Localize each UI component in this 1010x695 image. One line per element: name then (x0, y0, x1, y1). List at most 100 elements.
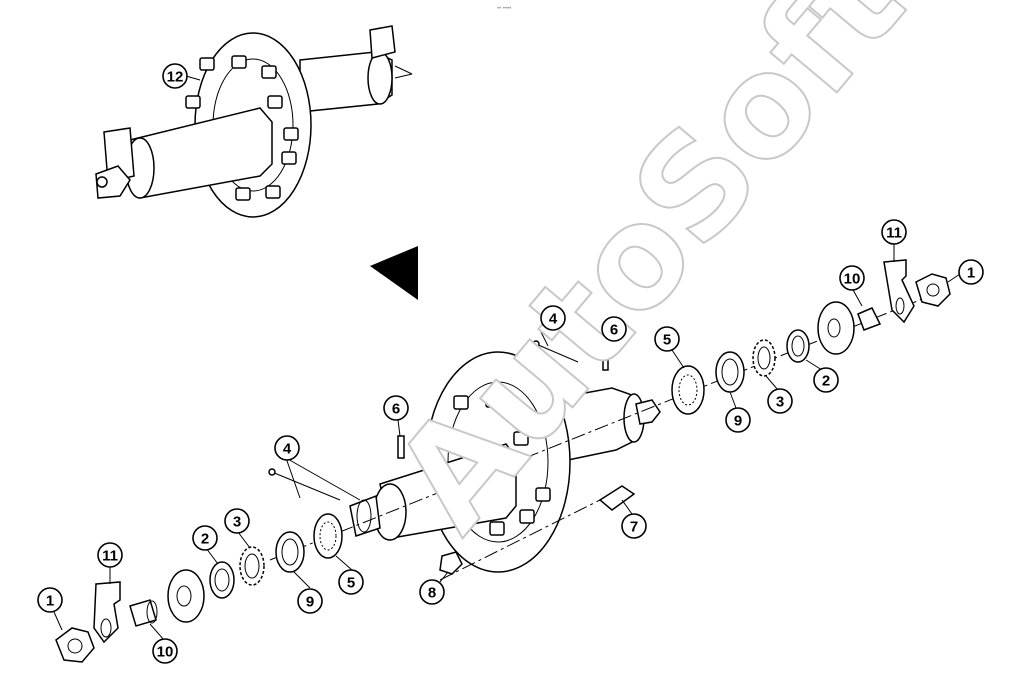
callout-number: 6 (610, 322, 618, 339)
spacer-front (129, 599, 157, 627)
callout-8: 8 (419, 579, 445, 605)
leader-lines (53, 75, 961, 641)
callout-circle (958, 259, 984, 285)
callout-number: 5 (347, 575, 355, 592)
assembled-studs (185, 55, 299, 201)
bearing-front (313, 513, 343, 559)
callout-4: 4 (540, 305, 566, 331)
callout-circle (767, 388, 793, 414)
callout-circle (97, 542, 123, 568)
callout-circle (540, 305, 566, 331)
callout-circle (881, 219, 907, 245)
assembled-front-pin (96, 176, 108, 188)
direction-arrow-icon (370, 246, 418, 300)
callout-circle (621, 513, 647, 539)
callout-1: 1 (958, 259, 984, 285)
callout-2: 2 (192, 525, 218, 551)
callout-6: 6 (383, 395, 409, 421)
seal-front (275, 531, 305, 573)
wheel-nut (439, 551, 463, 575)
cotter-pin-rear (535, 343, 579, 363)
callout-circle (224, 508, 250, 534)
bearing-rear (671, 365, 705, 415)
callout-number: 4 (549, 311, 558, 328)
callout-number: 7 (630, 519, 638, 536)
callout-9: 9 (725, 407, 751, 433)
callout-circle (338, 569, 364, 595)
callout-number: 4 (283, 441, 292, 458)
wheel-stud (598, 485, 636, 511)
callout-circle (297, 588, 323, 614)
callout-11: 11 (881, 219, 907, 245)
callout-number: 9 (734, 413, 742, 430)
lock-ring-front (209, 561, 235, 599)
callout-number: 6 (392, 401, 400, 418)
callout-9: 9 (297, 588, 323, 614)
hub-studs (441, 393, 551, 536)
callout-number: 3 (776, 394, 784, 411)
spacer-rear (857, 307, 882, 331)
callout-number: 11 (102, 548, 118, 565)
callout-5: 5 (654, 326, 680, 352)
hub-rear-stub (635, 399, 661, 425)
tab-washer-front (93, 581, 121, 644)
callout-circle (37, 587, 63, 613)
assembled-rear-shaft-end (367, 51, 393, 105)
cotter-pin-front (271, 471, 341, 501)
callout-1: 1 (37, 587, 63, 613)
grease-nipple-front (397, 435, 405, 459)
callout-circle (813, 367, 839, 393)
assembled-hub (95, 25, 413, 218)
callout-number: 10 (157, 644, 174, 661)
seal-rear (715, 351, 745, 393)
callout-circle (725, 407, 751, 433)
dust-cap-rear (817, 301, 855, 355)
callout-5: 5 (338, 569, 364, 595)
front-parts (55, 435, 405, 663)
callout-number: 3 (233, 514, 241, 531)
callout-circle (152, 638, 178, 664)
callout-number: 8 (428, 585, 436, 602)
callout-number: 10 (844, 271, 861, 288)
callout-circle (383, 395, 409, 421)
grease-nipple-rear (602, 353, 609, 371)
callout-number: 12 (167, 69, 184, 86)
callout-10: 10 (152, 638, 178, 664)
castle-nut-front (55, 627, 95, 663)
top-mark: •• •••• (497, 6, 511, 12)
callout-10: 10 (839, 265, 865, 291)
lock-ring-rear (786, 329, 810, 363)
assembled-rear-bracket (369, 25, 396, 59)
callout-circle (162, 63, 188, 89)
toothed-washer-front (239, 546, 265, 586)
callout-circle (601, 316, 627, 342)
callout-11: 11 (97, 542, 123, 568)
assembled-rear-pin (394, 65, 413, 79)
callout-number: 2 (201, 531, 209, 548)
callout-4: 4 (274, 435, 300, 461)
callout-3: 3 (767, 388, 793, 414)
callout-number: 2 (822, 373, 830, 390)
callout-6: 6 (601, 316, 627, 342)
callout-circle (192, 525, 218, 551)
rear-parts (439, 259, 951, 575)
toothed-washer-rear (752, 339, 776, 377)
callout-number: 11 (886, 225, 902, 242)
callout-3: 3 (224, 508, 250, 534)
callout-circle (274, 435, 300, 461)
callout-2: 2 (813, 367, 839, 393)
callout-number: 9 (306, 594, 314, 611)
tab-washer-rear (883, 259, 915, 324)
castle-nut-rear (915, 273, 951, 307)
assembled-front-nut (95, 165, 131, 199)
hub-front-stub (349, 494, 381, 537)
callout-circle (419, 579, 445, 605)
callout-number: 1 (46, 593, 54, 610)
callout-number: 5 (663, 332, 671, 349)
callout-7: 7 (621, 513, 647, 539)
callout-number: 1 (967, 265, 975, 282)
callout-circle (654, 326, 680, 352)
callout-12: 12 (162, 63, 188, 89)
